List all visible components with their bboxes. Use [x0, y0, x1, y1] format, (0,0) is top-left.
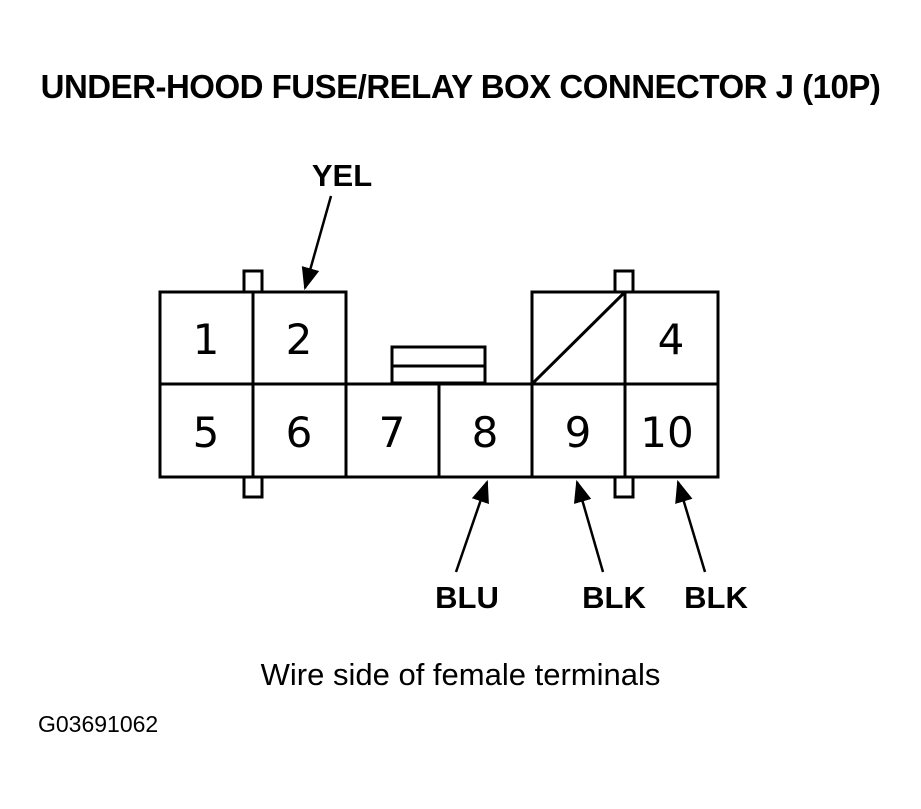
cavity-9 [530, 382, 627, 479]
terminal-4-label: 4 [658, 315, 685, 364]
lock-tab-bottom-left [242, 474, 264, 499]
lock-tab-top-left [242, 269, 264, 294]
lock-tab-bottom-right [613, 474, 635, 499]
wire-label-blu: BLU [435, 580, 499, 615]
cavity-10 [623, 382, 720, 479]
view-caption: Wire side of female terminals [260, 657, 661, 692]
cavity-7 [344, 382, 441, 479]
terminal-9-label: 9 [565, 408, 592, 457]
cavity-8 [437, 382, 534, 479]
wire-label-blk-9: BLK [582, 580, 646, 615]
diagram-title: UNDER-HOOD FUSE/RELAY BOX CONNECTOR J (1… [40, 68, 881, 105]
wire-arrow-blk-9 [573, 479, 605, 573]
cavity-3-unused-mark [530, 290, 627, 386]
terminal-1-label: 1 [193, 315, 220, 364]
wire-label-yel: YEL [312, 158, 372, 193]
terminal-2-label: 2 [286, 315, 313, 364]
wire-label-blk-10: BLK [684, 580, 748, 615]
wire-arrow-yel [301, 195, 333, 291]
terminal-10-label: 10 [640, 408, 693, 457]
figure-id: G03691062 [38, 711, 159, 737]
wire-arrow-blk-10 [675, 479, 707, 573]
wire-arrow-blu [454, 479, 489, 573]
terminal-5-label: 5 [193, 408, 220, 457]
lock-tab-top-right [613, 269, 635, 294]
terminal-7-label: 7 [379, 408, 406, 457]
terminal-8-label: 8 [472, 408, 499, 457]
terminal-6-label: 6 [286, 408, 313, 457]
cavity-6 [251, 382, 348, 479]
cavity-4 [623, 290, 720, 386]
